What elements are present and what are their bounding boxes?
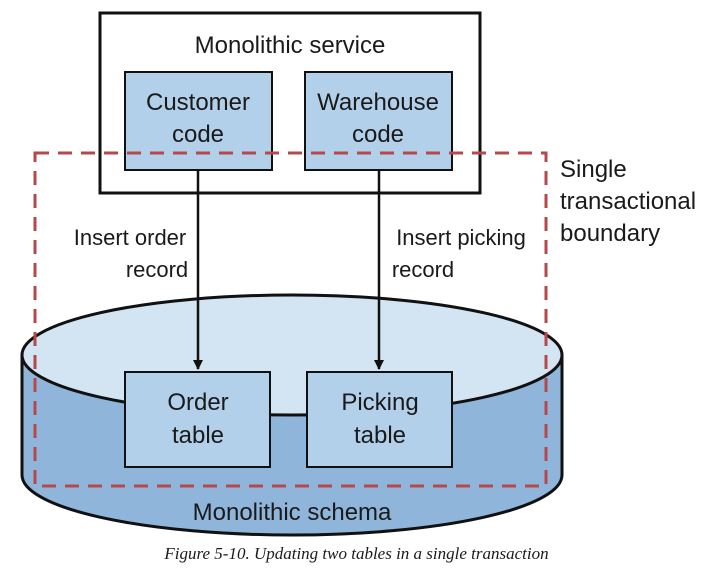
order-table-box: Order table bbox=[124, 371, 271, 468]
insert-picking-label-line2: record bbox=[392, 257, 454, 282]
customer-code-box: Customer code bbox=[124, 71, 273, 171]
warehouse-code-label-line1: Warehouse bbox=[317, 89, 439, 116]
picking-table-label-line1: Picking bbox=[341, 389, 418, 416]
insert-order-label-line2: record bbox=[126, 257, 188, 282]
cylinder-top bbox=[20, 293, 564, 417]
monolithic-schema-title: Monolithic schema bbox=[193, 499, 392, 526]
customer-code-label-line2: code bbox=[172, 121, 224, 148]
order-table-label-line1: Order bbox=[167, 389, 228, 416]
order-table-label-line2: table bbox=[172, 422, 224, 449]
figure-caption: Figure 5-10. Updating two tables in a si… bbox=[164, 544, 549, 563]
boundary-label-line1: Single bbox=[560, 156, 627, 183]
picking-table-box: Picking table bbox=[306, 371, 453, 468]
monolithic-service-title: Monolithic service bbox=[195, 32, 386, 59]
warehouse-code-label-line2: code bbox=[352, 121, 404, 148]
customer-code-label-line1: Customer bbox=[146, 89, 250, 116]
warehouse-code-box: Warehouse code bbox=[304, 71, 453, 171]
transactional-boundary bbox=[33, 151, 548, 488]
monolithic-service: Monolithic service Customer code Warehou… bbox=[98, 11, 482, 195]
boundary-label-line2: transactional bbox=[560, 188, 696, 215]
insert-order-label-line1: Insert order bbox=[74, 225, 187, 250]
picking-table-label-line2: table bbox=[354, 422, 406, 449]
insert-picking-label-line1: Insert picking bbox=[396, 225, 526, 250]
boundary-label-line3: boundary bbox=[560, 220, 660, 247]
